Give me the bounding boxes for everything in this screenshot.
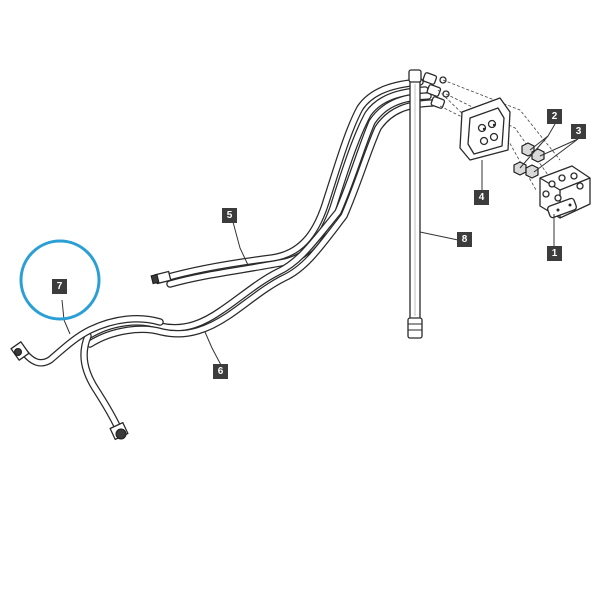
svg-text:7: 7 xyxy=(57,281,63,292)
callout-4[interactable]: 4 xyxy=(474,190,489,205)
highlight-circle xyxy=(19,239,101,321)
callout-6[interactable]: 6 xyxy=(213,364,228,379)
adapter-plate-4[interactable] xyxy=(459,97,511,161)
svg-text:2: 2 xyxy=(552,111,558,122)
svg-text:5: 5 xyxy=(227,210,233,221)
svg-text:4: 4 xyxy=(479,192,485,203)
hose-5[interactable] xyxy=(150,78,429,288)
svg-text:6: 6 xyxy=(218,366,224,377)
fittings-3[interactable] xyxy=(525,148,545,179)
top-fittings xyxy=(422,72,450,109)
callout-3[interactable]: 3 xyxy=(571,124,586,139)
callout-2[interactable]: 2 xyxy=(547,109,562,124)
hose-7[interactable] xyxy=(10,314,164,367)
callout-1[interactable]: 1 xyxy=(547,246,562,261)
svg-text:8: 8 xyxy=(462,234,468,245)
svg-text:3: 3 xyxy=(576,126,582,137)
callout-7[interactable]: 7 xyxy=(52,279,67,294)
callout-8[interactable]: 8 xyxy=(457,232,472,247)
callout-5[interactable]: 5 xyxy=(222,208,237,223)
pipe-8[interactable] xyxy=(407,69,423,339)
steering-unit-1[interactable] xyxy=(539,165,591,219)
hose-6[interactable] xyxy=(80,92,436,441)
svg-text:1: 1 xyxy=(552,248,558,259)
